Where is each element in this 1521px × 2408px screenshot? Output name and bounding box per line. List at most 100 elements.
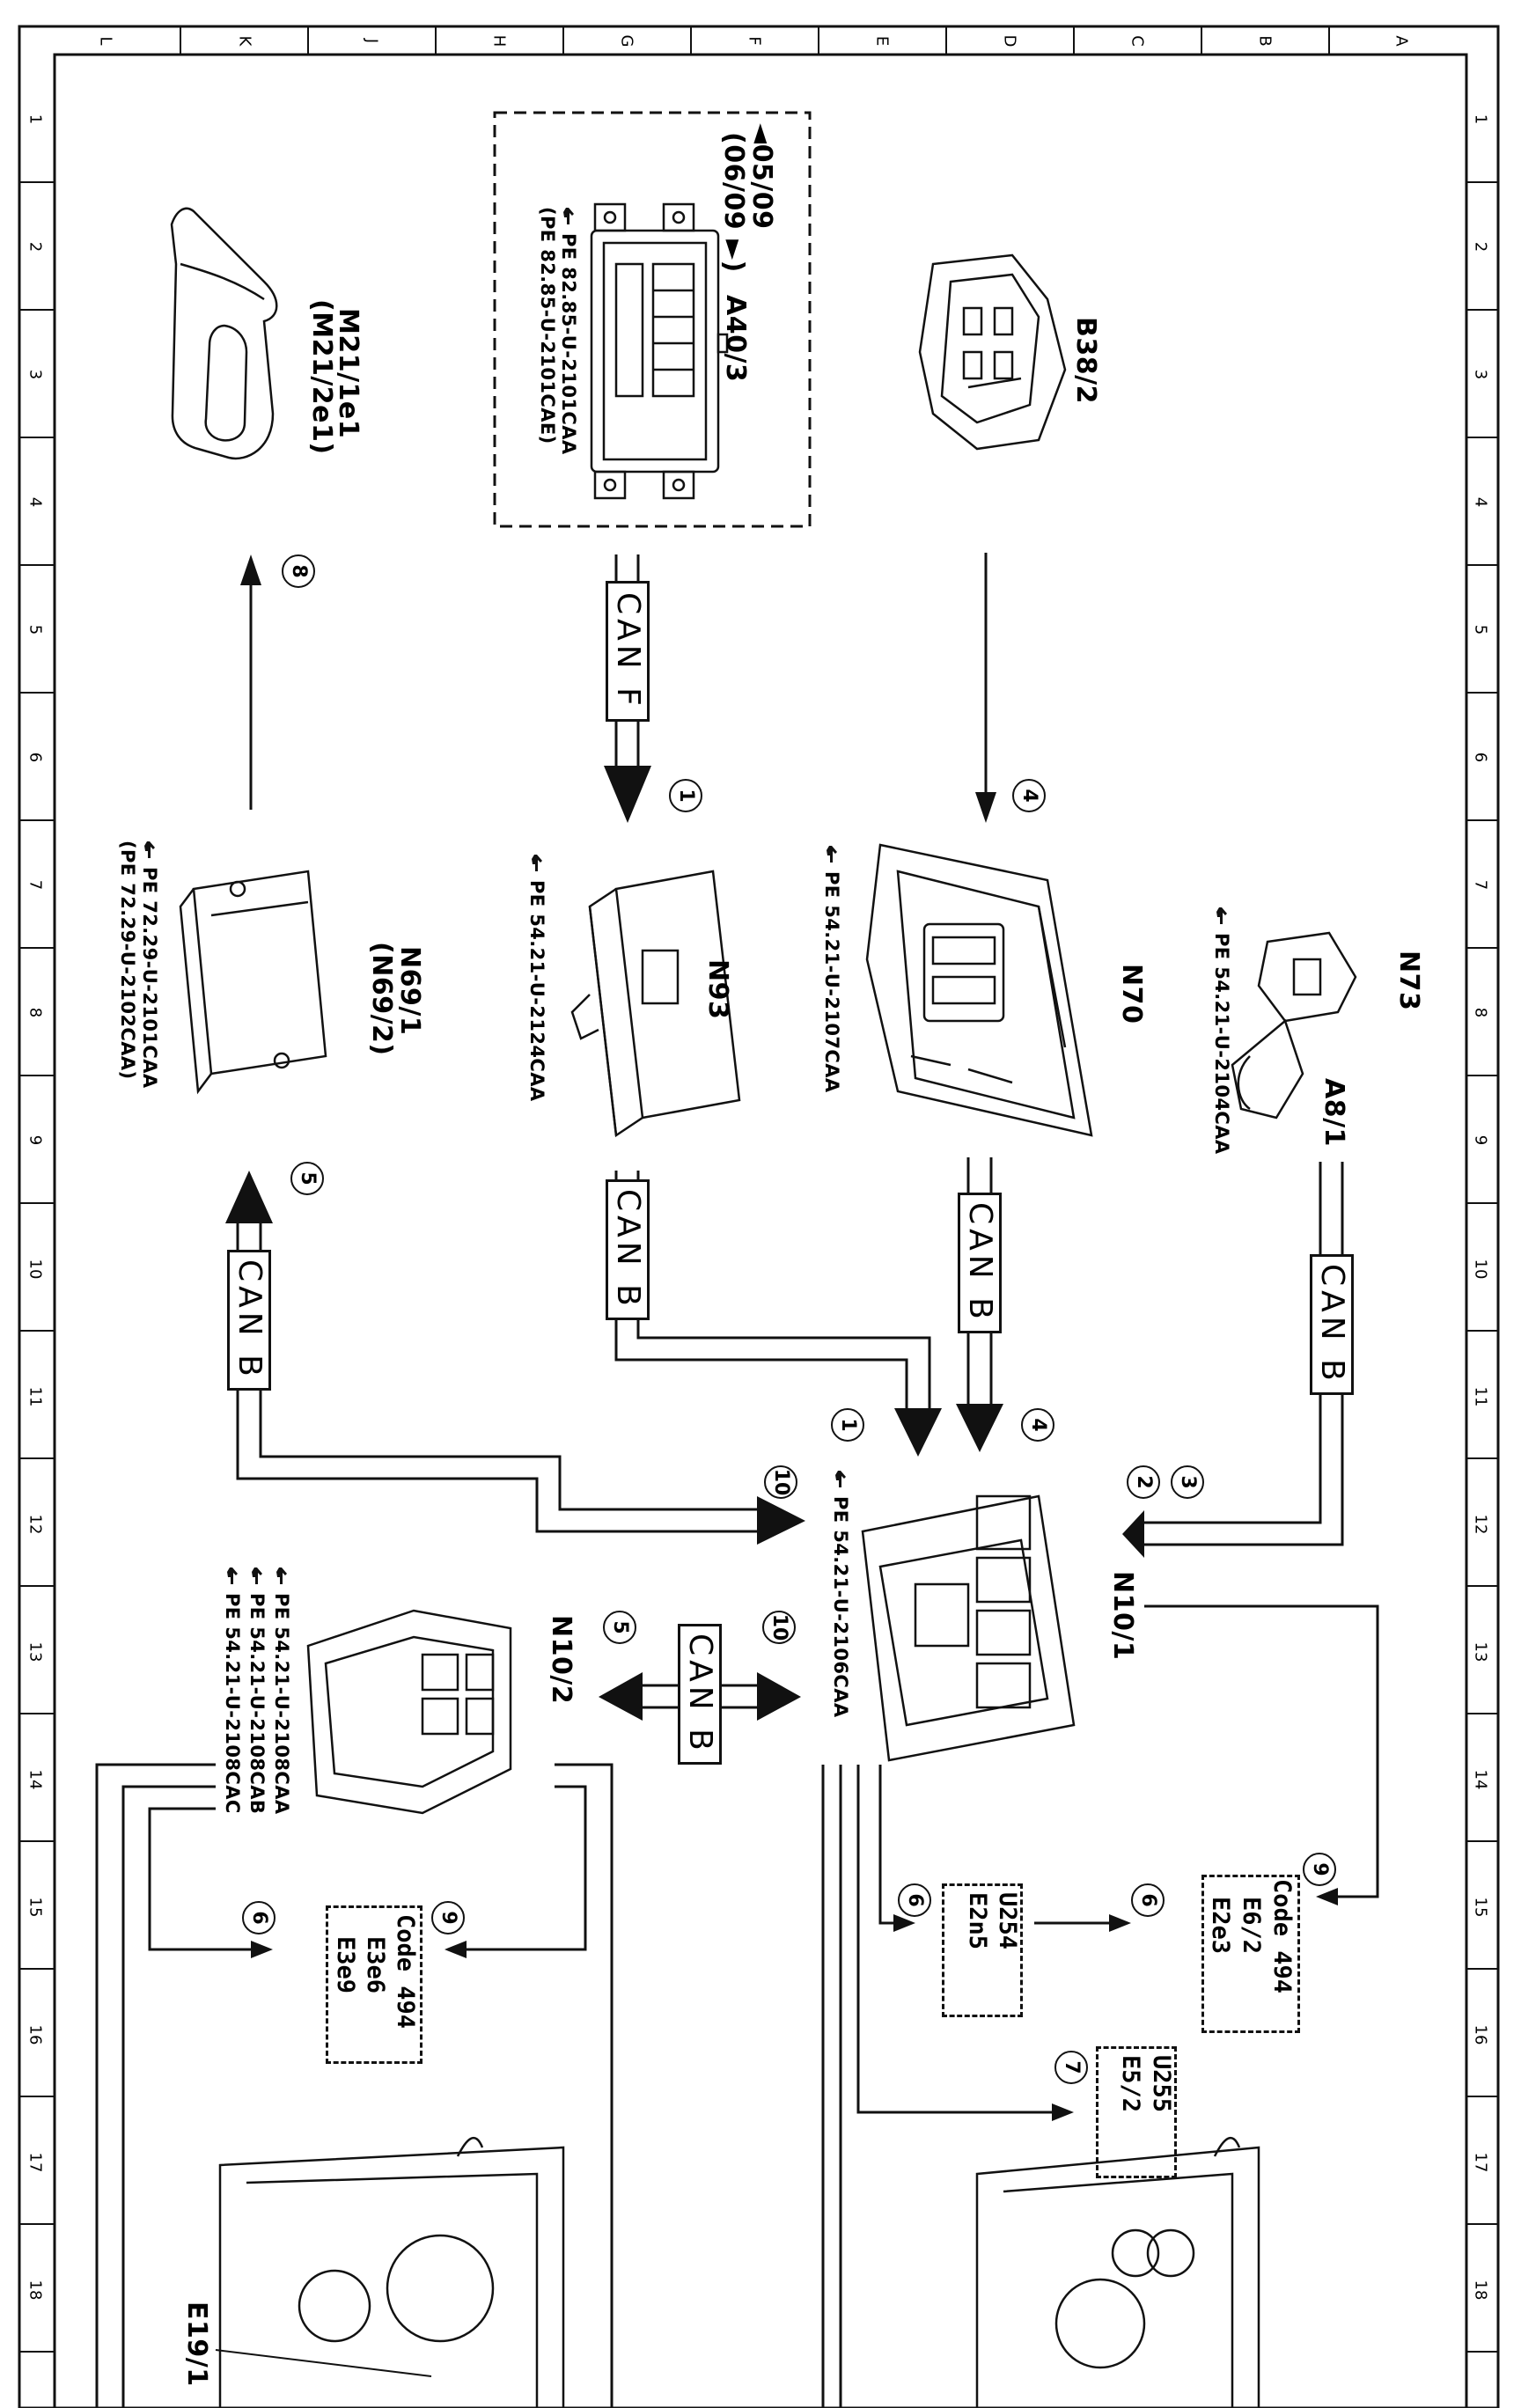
grid-col-J: J [362,38,381,44]
n70-label: N70 [1116,964,1147,1024]
code494-left-line3: E3e9 [332,1936,359,1994]
u254-box [942,1883,1023,2017]
grid-row-1-right: 1 [1471,114,1490,124]
grid-row-9-right: 9 [1471,1134,1490,1145]
grid-row-16-right: 16 [1471,2024,1490,2045]
output-9-to-e3e6-arrow [445,1941,467,1958]
grid-col-D: D [1000,34,1019,48]
signal-9-circle-b: 9 [431,1901,465,1934]
n69-pe-ref-2: (PE 72.29-U-2102CAA) [117,841,138,1080]
n73-label: N73 [1393,951,1424,1011]
b38-2-label: B38/2 [1070,317,1101,404]
can-b-n10-arrowhead-left [599,1672,643,1721]
m21-label: M21/1e1 [333,308,364,439]
m21-label-alt: (M21/2e1) [306,299,337,455]
can-f-arrowhead [604,766,651,823]
signal-2-circle: 2 [1127,1465,1160,1499]
code494-left-line1: Code 494 [392,1914,419,2030]
signal-7-circle: 7 [1054,2051,1088,2084]
grid-row-4-left: 4 [26,496,45,507]
signal-9-circle-a: 9 [1303,1853,1336,1886]
can-f-label: CAN F [606,581,650,722]
grid-row-8-left: 8 [26,1007,45,1017]
u254-to-e2e3-arrow [1109,1914,1131,1932]
output-9-to-e6-arrow [1316,1888,1338,1905]
n10-2-pe-ref-3: PE 54.21-U-2108CAC [222,1567,243,1814]
grid-row-2-left: 2 [26,241,45,252]
output-6-to-u254-arrow [893,1914,915,1932]
can-b-n69-label: CAN B [227,1250,271,1391]
n10-2-output-lines [95,1763,614,2408]
n69-pe-ref-1: PE 72.29-U-2101CAA [139,841,160,1089]
a40-3-box [493,111,812,528]
grid-col-K: K [235,35,254,47]
signal-6-circle-b: 6 [1131,1883,1165,1917]
e19-1-label: E19/1 [181,2302,212,2387]
grid-row-14-left: 14 [26,1769,45,1789]
grid-row-18-left: 18 [26,2280,45,2300]
e19-1-pointer [215,2349,432,2377]
grid-col-E: E [872,35,892,47]
can-b-n70-label: CAN B [958,1193,1002,1333]
a40-3-pe-ref-2: (PE 82.85-U-2101CAE) [537,207,558,444]
hand-pointer-icon [834,1470,848,1489]
signal-4-circle-b: 4 [1021,1408,1054,1442]
grid-row-15-left: 15 [26,1897,45,1917]
signal-8-circle: 8 [282,554,315,588]
n73-pe-ref: PE 54.21-U-2104CAA [1211,907,1232,1155]
a40-3-date-range-1: ◄05/09 [746,123,777,230]
signal-1-circle-a: 1 [669,779,702,812]
right-headlamp-drawing [975,2136,1260,2408]
grid-row-11-right: 11 [1471,1386,1490,1406]
can-b-n70-arrowhead [956,1404,1003,1452]
signal-4-circle-a: 4 [1012,779,1046,812]
b38-to-n70-arrowhead [975,792,996,823]
a40-3-date-range-2: (06/09 ►) [718,132,749,273]
grid-row-11-left: 11 [26,1386,45,1406]
e6-2-line3: E2e3 [1207,1897,1234,1955]
can-b-n73-arrowhead [1122,1510,1144,1558]
n10-2-label: N10/2 [546,1615,577,1705]
n10-1-output-lines [821,1604,1379,2408]
grid-row-17-right: 17 [1471,2152,1490,2172]
grid-row-10-left: 10 [26,1259,45,1279]
grid-row-3-right: 3 [1471,369,1490,379]
n10-2-pe-ref-2: PE 54.21-U-2108CAB [246,1567,268,1814]
grid-row-6-left: 6 [26,752,45,762]
m21-lamp-drawing [170,207,278,460]
signal-5-circle-b: 5 [603,1611,636,1644]
e6-2-box [1201,1875,1300,2033]
grid-row-18-right: 18 [1471,2280,1490,2300]
can-b-n69-arrowhead-to-n10 [757,1496,805,1545]
grid-row-4-right: 4 [1471,496,1490,507]
n69-label-alt: (N69/2) [366,942,397,1056]
can-b-n93-label: CAN B [606,1179,650,1320]
hand-pointer-icon [143,841,157,860]
u255-box [1096,2046,1177,2178]
grid-col-F: F [745,36,764,46]
grid-row-17-left: 17 [26,2152,45,2172]
grid-row-6-right: 6 [1471,752,1490,762]
signal-6-circle-c: 6 [242,1901,276,1934]
can-b-n93-arrowhead [894,1408,942,1457]
grid-row-3-left: 3 [26,369,45,379]
n93-pe-ref: PE 54.21-U-2124CAA [526,854,547,1102]
hand-pointer-icon [562,207,576,226]
u255-line2: E5/2 [1117,2055,1144,2113]
grid-row-7-left: 7 [26,879,45,890]
e6-2-line1: Code 494 [1268,1879,1296,1994]
signal-10-circle-a: 10 [764,1465,797,1499]
n73-ignition-drawing [1231,931,1357,1120]
e6-2-line2: E6/2 [1238,1897,1265,1955]
n73-sublabel: A8/1 [1319,1078,1349,1147]
can-b-n10-label: CAN B [678,1624,722,1765]
grid-col-H: H [489,34,509,48]
hand-pointer-icon [225,1567,239,1586]
grid-row-5-left: 5 [26,624,45,635]
grid-row-12-right: 12 [1471,1514,1490,1534]
grid-row-13-right: 13 [1471,1641,1490,1662]
n93-label: N93 [702,959,733,1020]
signal-1-circle-b: 1 [831,1408,864,1442]
n10-1-fusebox-drawing [861,1494,1076,1762]
